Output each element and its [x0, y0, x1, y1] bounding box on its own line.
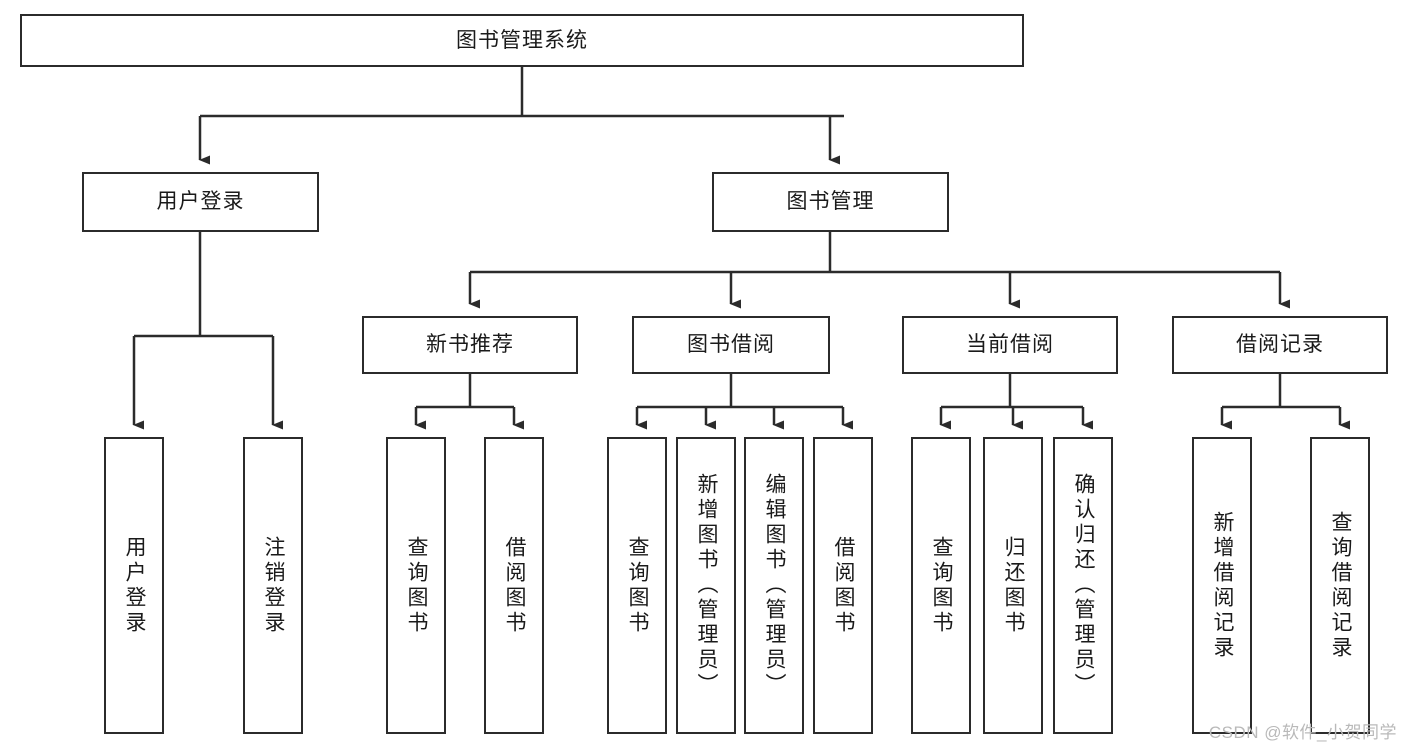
node-book-borrow[interactable]: 图书借阅 — [632, 316, 830, 374]
node-leaf-add-book-admin-label: 新增图书（管理员） — [695, 473, 719, 698]
node-leaf-logout-login-label: 注销登录 — [262, 535, 286, 636]
node-borrow-record-label: 借阅记录 — [1236, 333, 1324, 357]
node-leaf-add-borrow-record[interactable]: 新增借阅记录 — [1192, 437, 1252, 734]
node-new-book-recommend-label: 新书推荐 — [426, 333, 514, 357]
node-current-borrow[interactable]: 当前借阅 — [902, 316, 1118, 374]
node-leaf-add-book-admin[interactable]: 新增图书（管理员） — [676, 437, 736, 734]
node-root-label: 图书管理系统 — [456, 28, 588, 52]
node-leaf-query-book-current-label: 查询图书 — [930, 535, 954, 636]
node-leaf-query-book-rec-label: 查询图书 — [405, 535, 429, 636]
node-leaf-user-login-label: 用户登录 — [123, 535, 147, 636]
node-leaf-user-login[interactable]: 用户登录 — [104, 437, 164, 734]
node-leaf-query-borrow-record[interactable]: 查询借阅记录 — [1310, 437, 1370, 734]
node-leaf-query-book-rec[interactable]: 查询图书 — [386, 437, 446, 734]
node-new-book-recommend[interactable]: 新书推荐 — [362, 316, 578, 374]
book-management-to-level2-edges — [468, 232, 1290, 309]
borrow-record-to-leaves-edges — [1220, 374, 1350, 430]
node-leaf-add-borrow-record-label: 新增借阅记录 — [1211, 510, 1235, 661]
watermark: CSDN @软件_小贺同学 — [1208, 723, 1397, 742]
new-book-recommend-to-leaves-edges — [414, 374, 524, 430]
node-leaf-edit-book-admin-label: 编辑图书（管理员） — [763, 473, 787, 698]
node-book-management[interactable]: 图书管理 — [712, 172, 949, 232]
node-leaf-borrow-book-rec-label: 借阅图书 — [503, 535, 527, 636]
node-leaf-logout-login[interactable]: 注销登录 — [243, 437, 303, 734]
node-user-login[interactable]: 用户登录 — [82, 172, 319, 232]
node-leaf-borrow-book-label: 借阅图书 — [832, 535, 856, 636]
node-current-borrow-label: 当前借阅 — [966, 333, 1054, 357]
node-leaf-confirm-return-admin[interactable]: 确认归还（管理员） — [1053, 437, 1113, 734]
node-book-management-label: 图书管理 — [786, 190, 875, 214]
node-leaf-query-book-borrow[interactable]: 查询图书 — [607, 437, 667, 734]
current-borrow-to-leaves-edges — [939, 374, 1093, 430]
node-leaf-query-book-current[interactable]: 查询图书 — [911, 437, 971, 734]
node-leaf-borrow-book[interactable]: 借阅图书 — [813, 437, 873, 734]
node-borrow-record[interactable]: 借阅记录 — [1172, 316, 1388, 374]
node-user-login-label: 用户登录 — [156, 190, 245, 214]
book-borrow-to-leaves-edges — [635, 374, 853, 430]
node-leaf-return-book-label: 归还图书 — [1002, 535, 1026, 636]
node-leaf-return-book[interactable]: 归还图书 — [983, 437, 1043, 734]
node-root[interactable]: 图书管理系统 — [20, 14, 1024, 67]
node-leaf-edit-book-admin[interactable]: 编辑图书（管理员） — [744, 437, 804, 734]
user-login-to-leaves-edges — [132, 232, 283, 430]
node-leaf-query-book-borrow-label: 查询图书 — [626, 535, 650, 636]
node-leaf-confirm-return-admin-label: 确认归还（管理员） — [1072, 473, 1096, 698]
node-leaf-borrow-book-rec[interactable]: 借阅图书 — [484, 437, 544, 734]
node-book-borrow-label: 图书借阅 — [687, 333, 775, 357]
root-to-level1-edges — [198, 67, 844, 165]
node-leaf-query-borrow-record-label: 查询借阅记录 — [1329, 510, 1353, 661]
